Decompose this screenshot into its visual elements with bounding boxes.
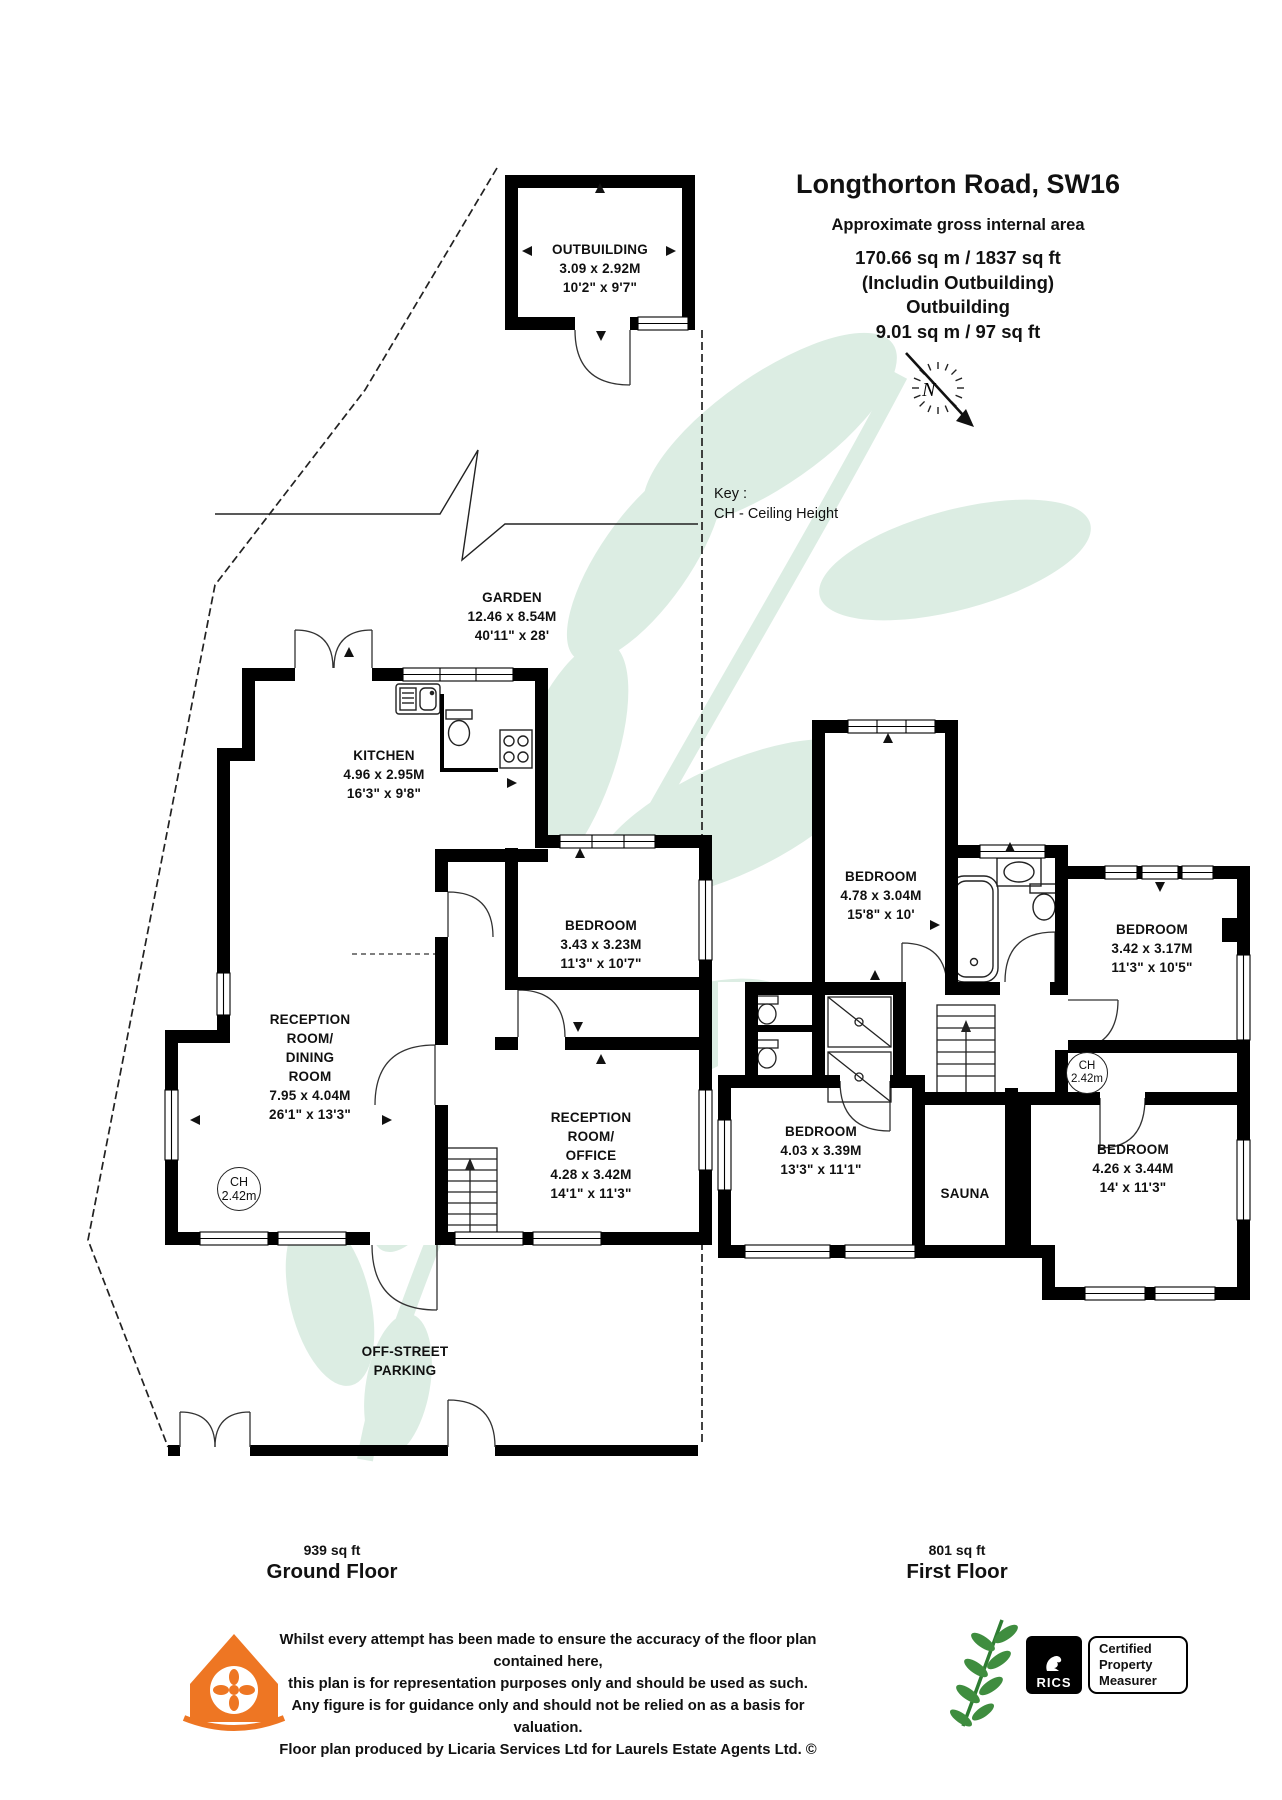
room-label-sauna: SAUNA: [940, 1186, 990, 1201]
parking-fence: [168, 1445, 698, 1456]
disclaimer-line-1: Whilst every attempt has been made to en…: [279, 1632, 817, 1670]
room-label-bedroom-top: BEDROOM 4.78 x 3.04M 15'8" x 10': [840, 869, 922, 922]
agency-house-logo: [182, 1634, 286, 1731]
header-subtitle: Approximate gross internal area: [831, 216, 1085, 234]
key-entry-ceiling-height: CH - Ceiling Height: [714, 506, 839, 522]
outbuilding-heading: Outbuilding: [906, 296, 1010, 317]
marker-arrows: [190, 183, 1165, 1125]
area-note: (Includin Outbuilding): [861, 271, 1055, 293]
room-label-bedroom-right: BEDROOM 3.42 x 3.17M 11'3" x 10'5": [1111, 922, 1193, 975]
room-label-bedroom-ground: BEDROOM 3.43 x 3.23M 11'3" x 10'7": [560, 918, 642, 971]
ground-floor-walls: [165, 175, 712, 1245]
disclaimer-line-3: Any figure is for guidance only and shou…: [291, 1698, 805, 1736]
room-label-bedroom-bottom-right: BEDROOM 4.26 x 3.44M 14' x 11'3": [1092, 1142, 1174, 1195]
leaf-watermark: [285, 332, 1091, 1462]
compass-north-label: N: [921, 379, 937, 401]
plan-header: Longthorton Road, SW16 Approximate gross…: [738, 168, 1178, 344]
ceiling-height-badge-first: CH 2.42m: [1066, 1052, 1108, 1094]
rics-label: RICS: [1036, 1675, 1072, 1690]
plan-key: Key : CH - Ceiling Height: [714, 484, 838, 524]
entrance-door: [371, 1244, 438, 1311]
compass-icon: N: [905, 352, 974, 427]
disclaimer-line-2: this plan is for representation purposes…: [288, 1676, 808, 1692]
ground-floor-area: 939 sq ft: [303, 1542, 361, 1558]
total-area: 170.66 sq m / 1837 sq ft: [855, 247, 1061, 268]
rics-logo: RICS: [1026, 1636, 1082, 1694]
outbuilding-area: 9.01 sq m / 97 sq ft: [875, 320, 1041, 342]
wc-toilet-icon: [440, 694, 498, 772]
key-label: Key :: [714, 486, 748, 502]
ceiling-height-badge-ground: CH 2.42m: [217, 1167, 261, 1211]
garden-break-line: [215, 449, 698, 562]
first-floor-stairs: [936, 1004, 996, 1098]
room-label-parking: OFF-STREET PARKING: [361, 1344, 449, 1378]
room-fills: [165, 175, 1250, 1300]
certification-text: Certified Property Measurer: [1099, 1641, 1157, 1688]
first-floor-title: First Floor: [906, 1560, 1008, 1583]
gate-doors: [179, 1399, 496, 1448]
room-label-kitchen: KITCHEN 4.96 x 2.95M 16'3" x 9'8": [343, 748, 425, 801]
room-label-bedroom-bottom-left: BEDROOM 4.03 x 3.39M 13'3" x 11'1": [780, 1124, 862, 1177]
room-label-outbuilding: OUTBUILDING 3.09 x 2.92M 10'2" x 9'7": [552, 242, 648, 295]
kitchen-french-door-left: [294, 629, 334, 669]
ground-floor-title: Ground Floor: [266, 1560, 398, 1583]
door-swings: [294, 329, 1146, 1311]
room-label-reception-office: RECEPTION ROOM/ OFFICE 4.28 x 3.42M 14'1…: [550, 1110, 632, 1201]
kitchen-french-door-right: [333, 629, 373, 669]
first-floor-caption: 801 sq ft First Floor: [857, 1541, 1057, 1585]
kitchen-sink-icon: [395, 683, 441, 715]
rics-lion-icon: [1046, 1655, 1062, 1671]
disclaimer: Whilst every attempt has been made to en…: [256, 1629, 840, 1761]
branch-logo: [949, 1619, 1018, 1727]
disclaimer-line-4: Floor plan produced by Licaria Services …: [279, 1742, 817, 1758]
room-label-garden: GARDEN 12.46 x 8.54M 40'11" x 28': [467, 590, 557, 643]
ground-stairs: [442, 1147, 498, 1239]
first-floor-area: 801 sq ft: [928, 1542, 986, 1558]
windows: [164, 316, 1251, 1301]
first-floor-walls: [718, 720, 1250, 1300]
hob-icon: [499, 729, 533, 769]
room-label-reception-dining: RECEPTION ROOM/ DINING ROOM 7.95 x 4.04M…: [269, 1012, 351, 1122]
ground-floor-caption: 939 sq ft Ground Floor: [232, 1541, 432, 1585]
certified-property-measurer-badge: Certified Property Measurer: [1088, 1636, 1188, 1694]
page-title: Longthorton Road, SW16: [796, 169, 1120, 199]
outbuilding-door: [574, 329, 631, 386]
